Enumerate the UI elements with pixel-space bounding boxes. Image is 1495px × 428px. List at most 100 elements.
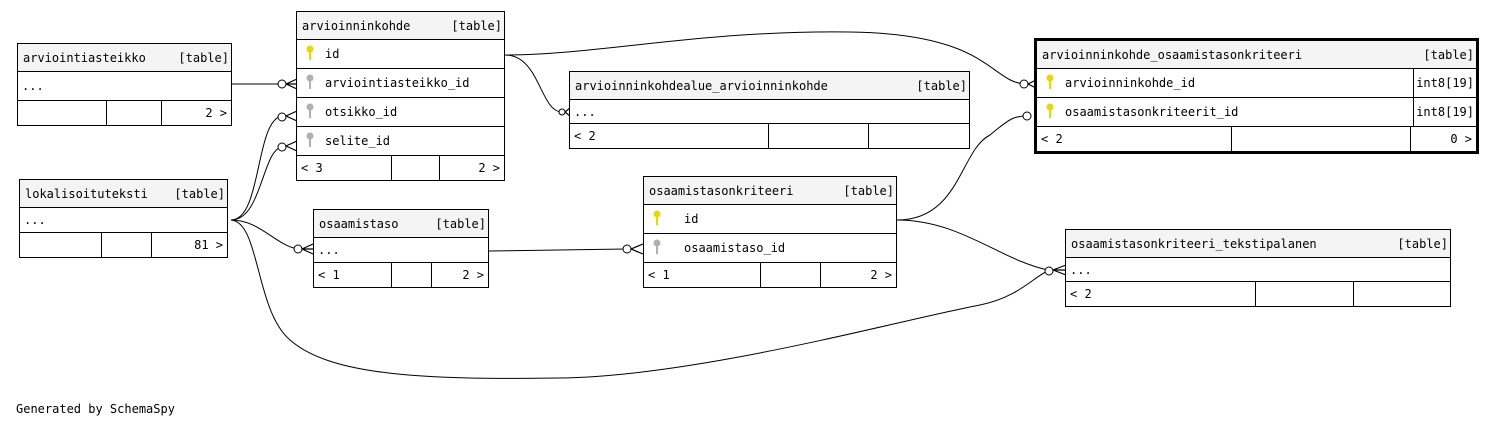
foreign-key-icon <box>652 239 664 258</box>
table-header: arvioinninkohdealue_arvioinninkohde[tabl… <box>570 72 969 100</box>
collapsed-columns-row: ... <box>18 72 231 101</box>
table-kind: [table] <box>174 186 225 201</box>
children-count[interactable]: 2 > <box>462 268 484 282</box>
rows-count <box>102 233 152 257</box>
zero-cardinality-marker <box>1019 79 1029 89</box>
rows-count <box>1232 127 1411 151</box>
zero-cardinality-marker <box>293 244 303 254</box>
relationship-line <box>896 219 1049 271</box>
relationship-line <box>504 54 563 113</box>
children-count[interactable]: 2 > <box>205 106 227 120</box>
table-kind: [table] <box>843 183 894 198</box>
table-kind: [table] <box>178 50 229 65</box>
table-name: osaamistasonkriteeri <box>649 183 794 198</box>
table-name: osaamistasonkriteeri_tekstipalanen <box>1071 236 1317 251</box>
many-crowfoot-marker <box>301 243 314 255</box>
column-row[interactable]: id <box>297 40 504 69</box>
generated-by-label: Generated by SchemaSpy <box>16 402 175 416</box>
relationship-line <box>230 146 283 221</box>
column-type: int8[19] <box>1413 69 1476 97</box>
zero-cardinality-marker <box>1022 111 1032 121</box>
relationship-line <box>230 219 1051 379</box>
column-name: arvioinninkohde_id <box>1065 76 1196 90</box>
column-row[interactable]: otsikko_id <box>297 98 504 127</box>
foreign-key-icon <box>305 74 317 93</box>
table-arvioinninkohdealue-arvioinninkohde[interactable]: arvioinninkohdealue_arvioinninkohde[tabl… <box>569 71 970 149</box>
primary-key-icon <box>652 210 664 229</box>
column-row[interactable]: osaamistaso_id <box>644 234 896 263</box>
zero-cardinality-marker <box>277 142 287 152</box>
table-name: arvioinninkohde <box>302 18 411 33</box>
zero-cardinality-marker <box>277 79 287 89</box>
parents-count[interactable] <box>18 101 107 125</box>
table-header: arviointiasteikko [table] <box>18 44 231 72</box>
many-crowfoot-marker <box>285 78 298 90</box>
table-kind: [table] <box>1397 236 1448 251</box>
table-osaamistaso[interactable]: osaamistaso[table] ... < 1 2 > <box>313 209 489 288</box>
column-row[interactable]: selite_id <box>297 127 504 156</box>
rows-count <box>769 124 869 148</box>
column-row[interactable]: id <box>644 205 896 234</box>
table-osaamistasonkriteeri[interactable]: osaamistasonkriteeri [table] id osaamista… <box>643 176 897 288</box>
table-arviointiasteikko[interactable]: arviointiasteikko [table] ... 2 > <box>17 43 232 126</box>
collapsed-columns-row: ... <box>20 208 227 233</box>
parents-count[interactable] <box>20 233 102 257</box>
table-kind: [table] <box>916 78 967 93</box>
table-header: lokalisoituteksti [table] <box>20 180 227 208</box>
table-lokalisoituteksti[interactable]: lokalisoituteksti [table] ... 81 > <box>19 179 228 258</box>
column-name: osaamistaso_id <box>684 241 786 255</box>
column-row[interactable]: arviointiasteikko_id <box>297 69 504 98</box>
many-crowfoot-marker <box>285 140 298 152</box>
column-row[interactable]: arvioinninkohde_id int8[19] <box>1037 69 1476 98</box>
column-type: int8[19] <box>1413 98 1476 126</box>
parents-count[interactable]: < 2 <box>1066 282 1256 306</box>
primary-key-icon <box>1045 103 1057 122</box>
children-count[interactable] <box>869 124 969 148</box>
table-header: osaamistaso[table] <box>314 210 488 238</box>
children-count[interactable]: 2 > <box>870 268 892 282</box>
table-arvioinninkohde-osaamistasonkriteeri[interactable]: arvioinninkohde_osaamistasonkriteeri [tab… <box>1034 38 1479 154</box>
many-crowfoot-marker <box>285 110 298 122</box>
table-kind: [table] <box>1423 47 1474 62</box>
rows-count <box>107 101 162 125</box>
children-count[interactable]: 2 > <box>478 161 500 175</box>
rows-count <box>761 263 821 287</box>
foreign-key-icon <box>305 103 317 122</box>
table-kind: [table] <box>451 18 502 33</box>
table-osaamistasonkriteeri-tekstipalanen[interactable]: osaamistasonkriteeri_tekstipalanen [table… <box>1065 229 1451 307</box>
column-name: otsikko_id <box>325 105 398 119</box>
zero-cardinality-marker <box>622 244 632 254</box>
relationship-line <box>487 248 627 252</box>
table-name: lokalisoituteksti <box>25 186 148 201</box>
many-crowfoot-marker <box>1052 264 1067 276</box>
table-header: osaamistasonkriteeri [table] <box>644 177 896 205</box>
rows-count <box>392 263 432 287</box>
table-footer: < 1 2 > <box>314 263 488 287</box>
table-name: arvioinninkohde_osaamistasonkriteeri <box>1042 47 1303 62</box>
zero-cardinality-marker <box>277 112 287 122</box>
parents-count[interactable]: < 2 <box>1037 127 1232 151</box>
table-footer: < 3 2 > <box>297 156 504 180</box>
table-arvioinninkohde[interactable]: arvioinninkohde [table] id arviointiastei… <box>296 11 505 181</box>
table-footer: 81 > <box>20 233 227 257</box>
zero-cardinality-marker <box>558 108 566 116</box>
children-count[interactable] <box>1354 282 1450 306</box>
parents-count[interactable]: < 1 <box>314 263 392 287</box>
relationship-line <box>504 31 1026 85</box>
collapsed-columns-row: ... <box>1066 258 1450 282</box>
collapsed-columns-row: ... <box>570 100 969 124</box>
parents-count[interactable]: < 1 <box>644 263 761 287</box>
table-footer: < 1 2 > <box>644 263 896 287</box>
table-name: arviointiasteikko <box>23 50 146 65</box>
parents-count[interactable]: < 2 <box>570 124 769 148</box>
column-name: id <box>684 212 699 226</box>
column-name: id <box>325 47 340 61</box>
children-count[interactable]: 81 > <box>194 238 223 252</box>
rows-count <box>392 156 440 180</box>
parents-count[interactable]: < 3 <box>297 156 392 180</box>
table-footer: < 2 0 > <box>1037 127 1476 151</box>
relationship-line <box>896 115 1027 221</box>
children-count[interactable]: 0 > <box>1450 132 1472 146</box>
